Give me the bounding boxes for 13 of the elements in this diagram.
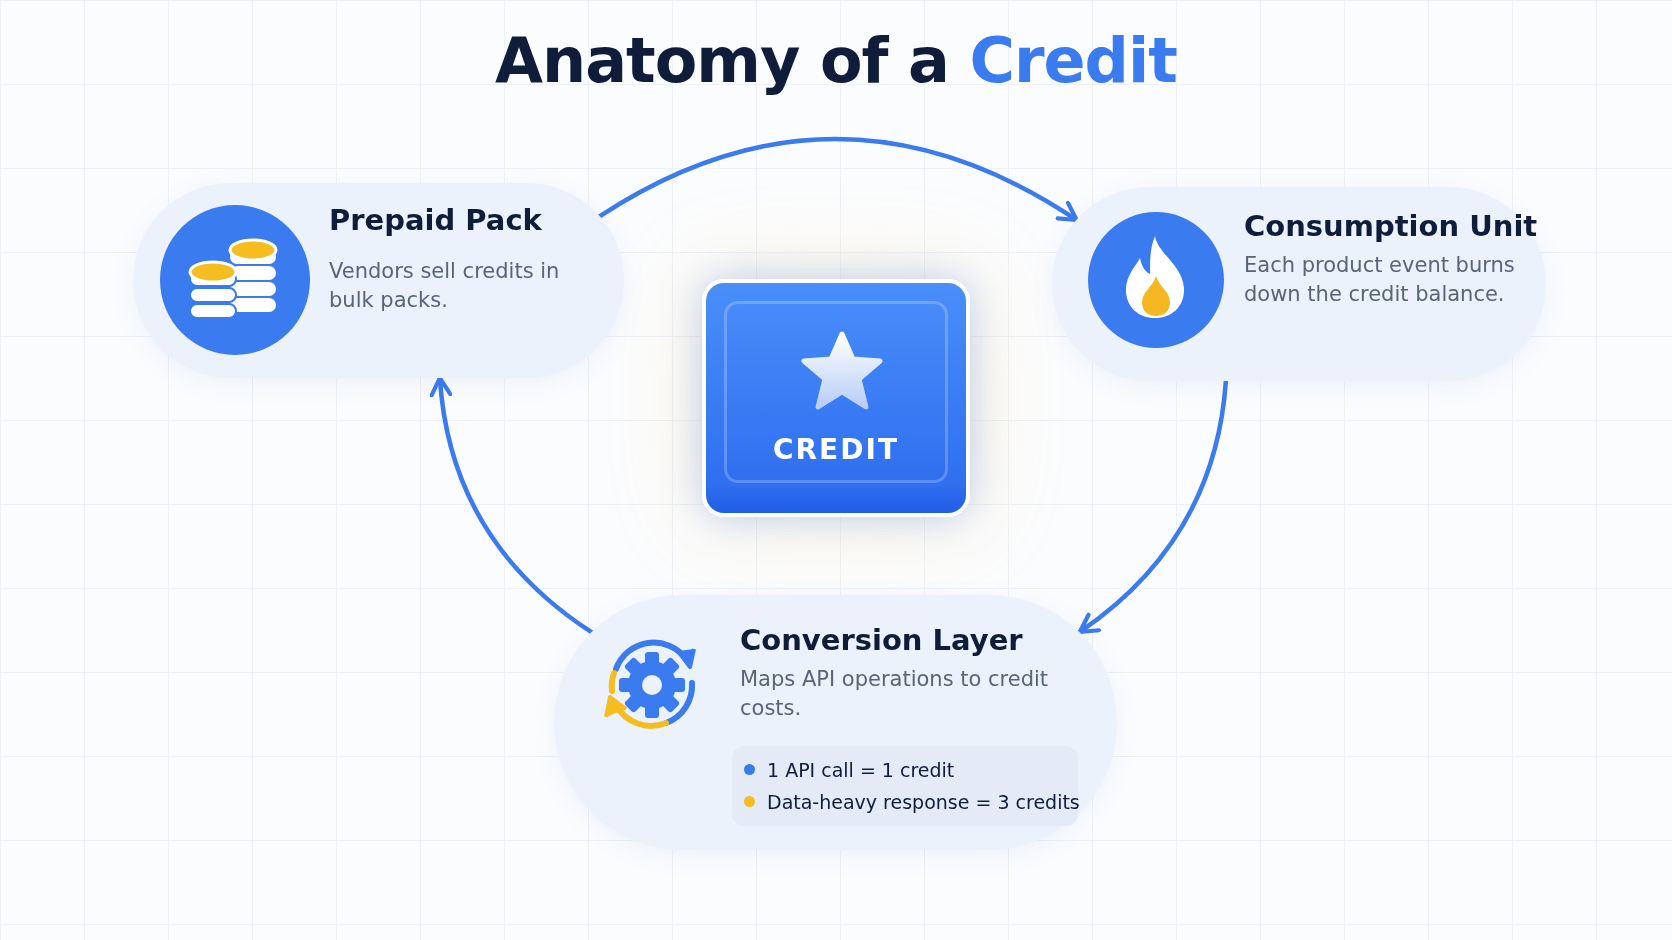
example-item: Data-heavy response = 3 credits — [767, 789, 1080, 815]
node-heading: Prepaid Pack — [329, 203, 543, 237]
card-label: CREDIT — [772, 433, 900, 466]
node-heading: Conversion Layer — [740, 623, 1024, 657]
node-description: Vendors sell credits in bulk packs. — [329, 258, 561, 315]
node-description: Maps API operations to credit costs. — [740, 666, 1050, 723]
cycle-arrow — [597, 136, 1079, 223]
diagram-title: Anatomy of a Credit — [495, 24, 1177, 97]
cycle-arrow — [430, 375, 594, 635]
cycle-arrow — [1077, 378, 1229, 635]
credit-card — [702, 279, 970, 517]
node-description: Each product event burns down the credit balance. — [1244, 252, 1516, 309]
example-item: 1 API call = 1 credit — [767, 757, 955, 783]
